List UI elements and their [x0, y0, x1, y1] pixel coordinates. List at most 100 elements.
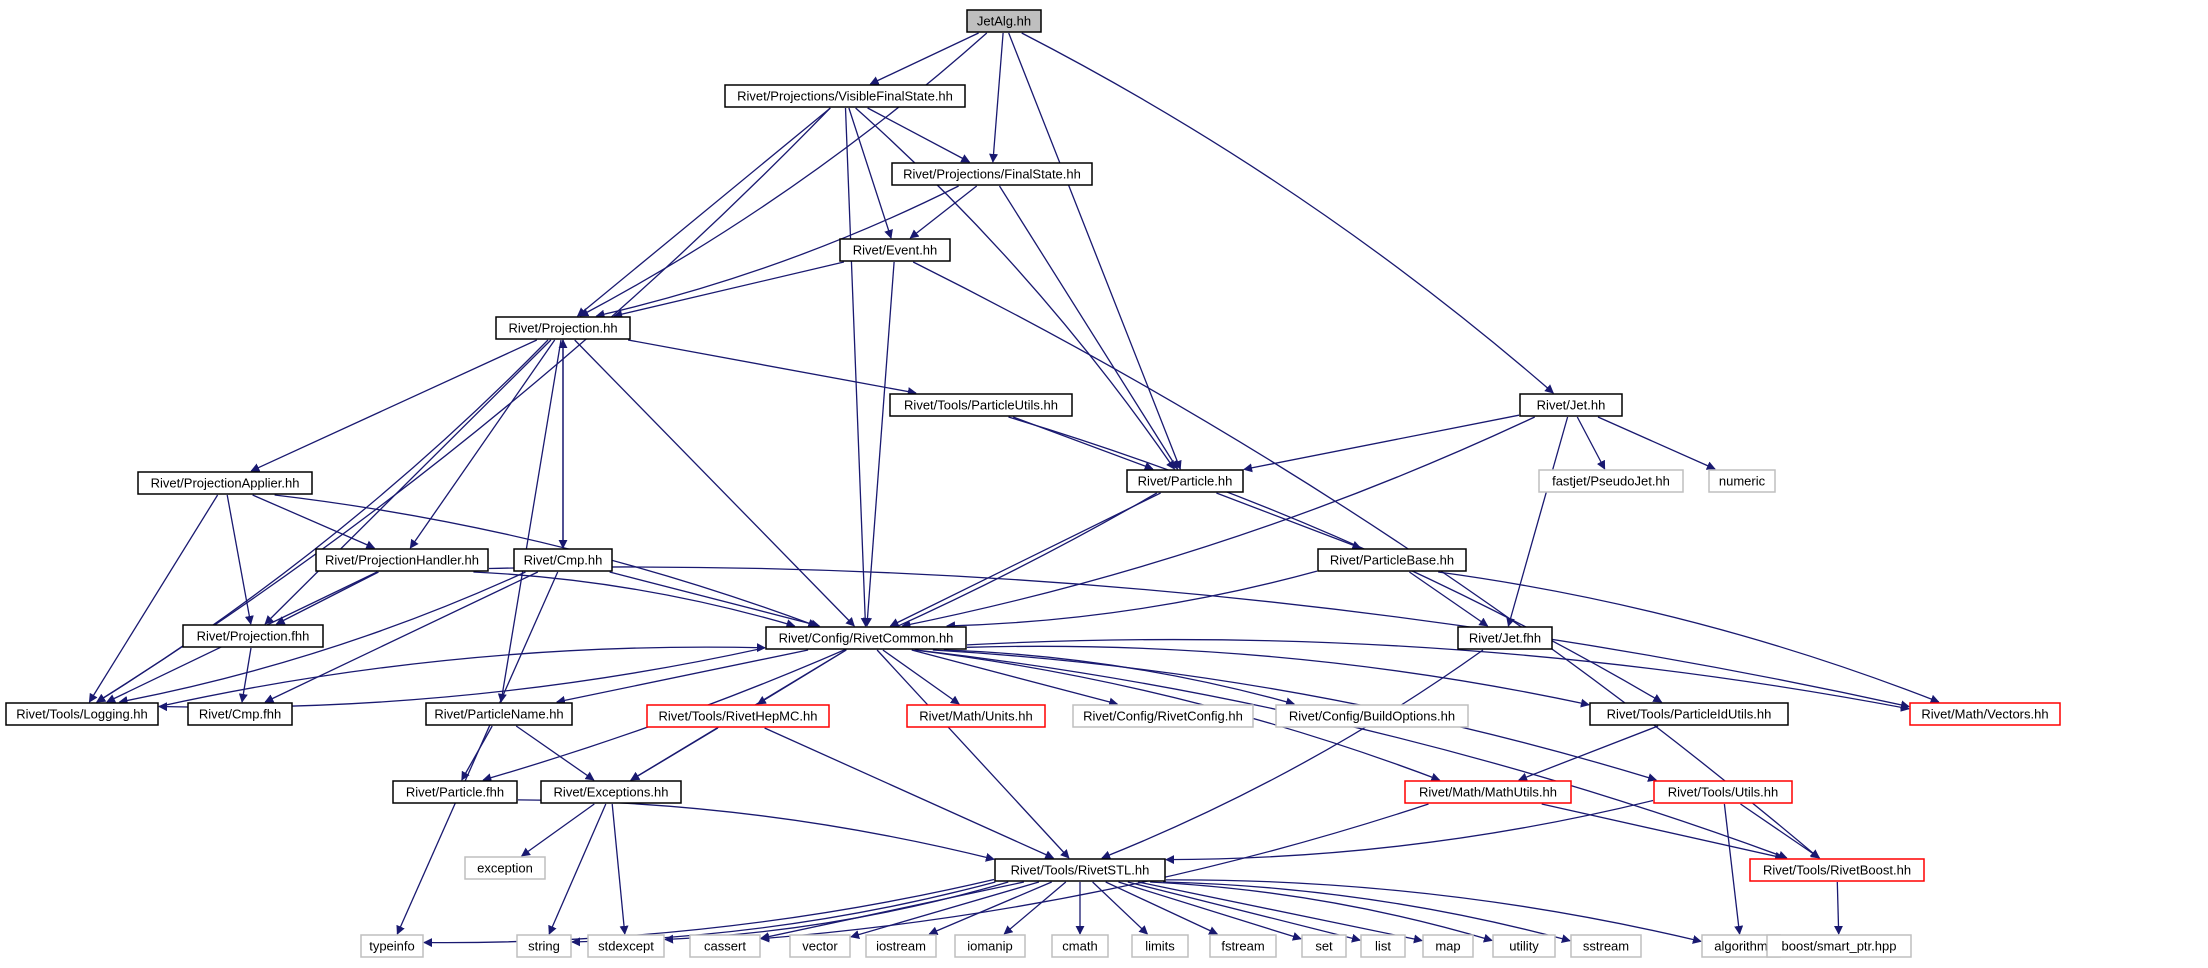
node-box [1317, 548, 1467, 572]
edge-rivetcommon-to-rivetconfig [911, 649, 1119, 707]
node-string[interactable]: string [516, 934, 572, 958]
edge-jetfhh-to-rivetstl [1101, 649, 1484, 860]
node-set[interactable]: set [1301, 934, 1347, 958]
node-iomanip[interactable]: iomanip [954, 934, 1026, 958]
node-rivet-math-units-hh[interactable]: Rivet/Math/Units.hh [906, 704, 1046, 728]
node-algorithm[interactable]: algorithm [1701, 934, 1781, 958]
node-cassert[interactable]: cassert [689, 934, 761, 958]
edge-visiblefs-to-finalstate [867, 107, 971, 163]
node-rivet-config-rivetconfig-hh[interactable]: Rivet/Config/RivetConfig.hh [1072, 704, 1254, 728]
node-cmath[interactable]: cmath [1051, 934, 1109, 958]
node-box [689, 934, 761, 958]
edge-utils-to-algorithm [1723, 803, 1744, 935]
node-jetalg-hh[interactable]: JetAlg.hh [966, 9, 1042, 33]
node-numeric[interactable]: numeric [1708, 469, 1776, 493]
edge-rivetcommon-to-mathutils [914, 649, 1441, 782]
node-rivet-projection-fhh[interactable]: Rivet/Projection.fhh [182, 624, 324, 648]
node-label: Rivet/Particle.hh [1138, 474, 1233, 489]
node-box [1126, 469, 1244, 493]
node-box [516, 934, 572, 958]
node-fstream[interactable]: fstream [1209, 934, 1277, 958]
edge-particlebase-to-vectors [1438, 571, 1940, 704]
edge-rivetcommon-to-vectors [966, 638, 1910, 712]
node-exception[interactable]: exception [464, 856, 546, 880]
edge-projection-to-projfhh [264, 339, 552, 625]
edge-jet-to-numeric [1597, 416, 1716, 470]
edge-projhandler-to-projfhh [275, 571, 379, 625]
node-label: set [1315, 939, 1333, 954]
node-rivet-tools-rivethepmc-hh[interactable]: Rivet/Tools/RivetHepMC.hh [646, 704, 830, 728]
edge-projection-to-particleutils [627, 339, 917, 396]
edge-utils-to-rivetstl [1165, 799, 1654, 865]
node-rivet-jet-hh[interactable]: Rivet/Jet.hh [1519, 393, 1623, 417]
node-rivet-config-buildoptions-hh[interactable]: Rivet/Config/BuildOptions.hh [1275, 704, 1469, 728]
node-rivet-tools-utils-hh[interactable]: Rivet/Tools/Utils.hh [1653, 780, 1793, 804]
edge-rivetstl-to-sstream [1163, 881, 1571, 944]
node-rivet-particlebase-hh[interactable]: Rivet/ParticleBase.hh [1317, 548, 1467, 572]
node-rivet-projectionapplier-hh[interactable]: Rivet/ProjectionApplier.hh [137, 471, 313, 495]
edge-rivetcommon-to-units [882, 649, 960, 705]
node-label: typeinfo [369, 939, 415, 954]
node-rivet-cmp-fhh[interactable]: Rivet/Cmp.fhh [187, 702, 293, 726]
node-box [1570, 934, 1642, 958]
node-rivet-tools-rivetstl-hh[interactable]: Rivet/Tools/RivetSTL.hh [994, 858, 1166, 882]
edges-layer [88, 32, 1940, 948]
edge-projapplier-to-logging [88, 494, 219, 703]
node-rivet-jet-fhh[interactable]: Rivet/Jet.fhh [1457, 626, 1553, 650]
node-rivet-particle-hh[interactable]: Rivet/Particle.hh [1126, 469, 1244, 493]
edge-finalstate-to-projection [595, 185, 959, 319]
node-boost-smart-ptr-hpp[interactable]: boost/smart_ptr.hpp [1766, 934, 1912, 958]
node-rivet-tools-logging-hh[interactable]: Rivet/Tools/Logging.hh [5, 702, 159, 726]
node-box [724, 84, 966, 108]
node-box [789, 934, 851, 958]
node-rivet-tools-particleutils-hh[interactable]: Rivet/Tools/ParticleUtils.hh [889, 393, 1073, 417]
node-rivet-projectionhandler-hh[interactable]: Rivet/ProjectionHandler.hh [315, 548, 489, 572]
edge-hepmc-to-exceptions [630, 727, 719, 781]
node-rivet-exceptions-hh[interactable]: Rivet/Exceptions.hh [540, 780, 682, 804]
node-rivet-tools-rivetboost-hh[interactable]: Rivet/Tools/RivetBoost.hh [1749, 858, 1925, 882]
node-rivet-particlename-hh[interactable]: Rivet/ParticleName.hh [425, 702, 573, 726]
edge-event-to-projection [613, 261, 845, 319]
node-limits[interactable]: limits [1131, 934, 1189, 958]
node-box [1131, 934, 1189, 958]
node-map[interactable]: map [1422, 934, 1474, 958]
node-list[interactable]: list [1360, 934, 1406, 958]
edge-event-to-rivetcommon [863, 261, 895, 627]
node-label: cmath [1062, 939, 1097, 954]
node-stdexcept[interactable]: stdexcept [587, 934, 665, 958]
node-rivet-config-rivetcommon-hh[interactable]: Rivet/Config/RivetCommon.hh [765, 626, 967, 650]
node-rivet-projections-finalstate-hh[interactable]: Rivet/Projections/FinalState.hh [891, 162, 1093, 186]
node-utility[interactable]: utility [1492, 934, 1556, 958]
edge-particlebase-to-jetfhh [1409, 571, 1489, 627]
node-rivet-event-hh[interactable]: Rivet/Event.hh [839, 238, 951, 262]
node-fastjet-pseudojet-hh[interactable]: fastjet/PseudoJet.hh [1538, 469, 1684, 493]
edge-particlefhh-to-rivetstl [517, 799, 995, 862]
node-rivet-math-mathutils-hh[interactable]: Rivet/Math/MathUtils.hh [1404, 780, 1572, 804]
node-rivet-projection-hh[interactable]: Rivet/Projection.hh [495, 316, 631, 340]
node-box [906, 704, 1046, 728]
node-box [839, 238, 951, 262]
node-vector[interactable]: vector [789, 934, 851, 958]
edge-rivetcommon-to-rivetstl [876, 649, 1070, 859]
node-iostream[interactable]: iostream [865, 934, 937, 958]
node-label: Rivet/Config/BuildOptions.hh [1289, 709, 1455, 724]
edge-rivetcommon-to-hepmc [756, 649, 847, 705]
node-label: Rivet/Projections/VisibleFinalState.hh [737, 89, 953, 104]
edge-particlename-to-exceptions [515, 725, 595, 781]
node-rivet-math-vectors-hh[interactable]: Rivet/Math/Vectors.hh [1909, 702, 2061, 726]
node-typeinfo[interactable]: typeinfo [360, 934, 424, 958]
node-box [464, 856, 546, 880]
node-box [315, 548, 489, 572]
edge-particlename-to-particlefhh [461, 725, 493, 781]
edge-particlebase-to-rivetcommon [946, 570, 1318, 631]
node-rivet-tools-particleidutils-hh[interactable]: Rivet/Tools/ParticleIdUtils.hh [1589, 702, 1789, 726]
node-sstream[interactable]: sstream [1570, 934, 1642, 958]
node-rivet-particle-fhh[interactable]: Rivet/Particle.fhh [392, 780, 518, 804]
edge-visiblefs-to-event [848, 107, 893, 239]
node-rivet-cmp-hh[interactable]: Rivet/Cmp.hh [513, 548, 613, 572]
edge-jetalg-to-particle [1008, 32, 1182, 470]
edge-jetalg-to-visiblefs [869, 32, 979, 85]
node-label: limits [1145, 939, 1175, 954]
node-rivet-projections-visiblefinalstate-hh[interactable]: Rivet/Projections/VisibleFinalState.hh [724, 84, 966, 108]
